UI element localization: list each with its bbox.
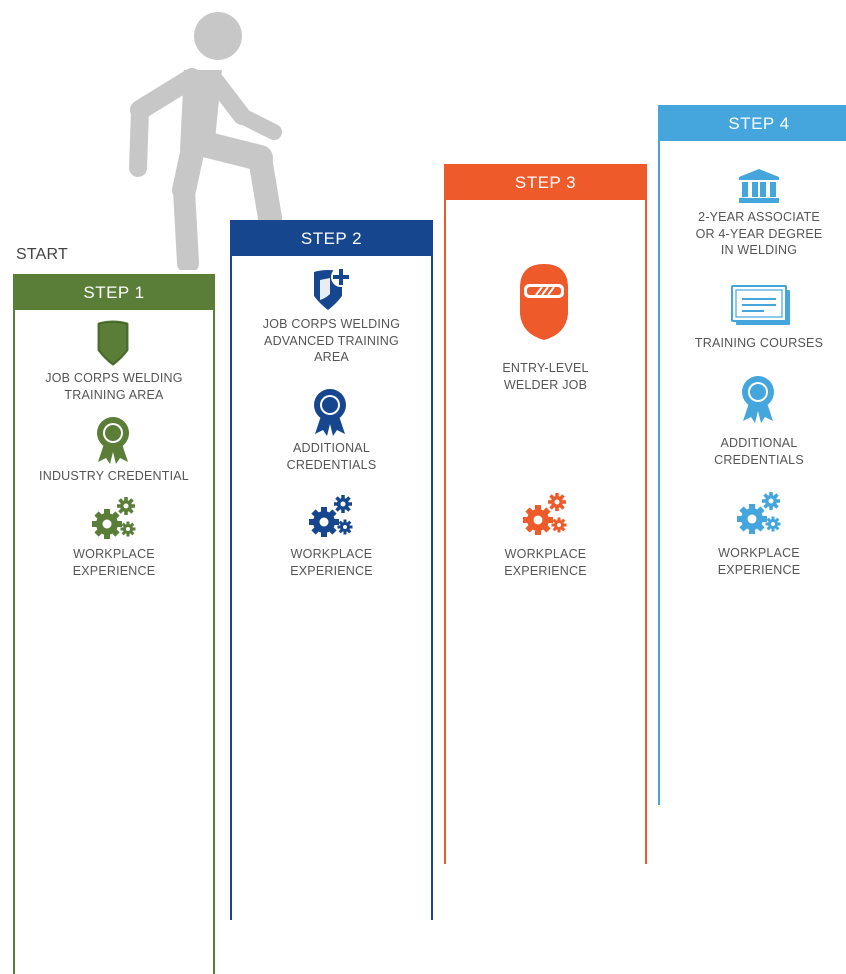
gears-icon [737,492,781,534]
shield-plus-icon [314,267,351,310]
item-label: WORKPLACE EXPERIENCE [717,546,801,577]
step-1-header: STEP 1 [13,274,215,310]
step-1-item-training-area: JOB CORPS WELDING TRAINING AREA [15,370,213,403]
walking-person-icon [129,12,282,270]
gears-icon [523,493,567,535]
award-ribbon-icon [742,376,774,423]
step-2-item-additional-credentials: ADDITIONAL CREDENTIALS [232,440,431,473]
step-3-column: STEP 3 ENTRY-LEVEL WELDER JOB [444,164,647,864]
step-4-item-additional-credentials: ADDITIONAL CREDENTIALS [660,435,846,468]
step-3-item-entry-level-welder-job: ENTRY-LEVEL WELDER JOB [446,360,645,393]
award-ribbon-icon [314,389,346,436]
item-label: INDUSTRY CREDENTIAL [39,469,189,483]
step-4-item-training-courses: TRAINING COURSES [660,335,846,352]
award-ribbon-icon [97,417,129,464]
gears-icon [92,497,136,539]
step-3-header: STEP 3 [444,164,647,200]
step-1-item-workplace-experience: WORKPLACE EXPERIENCE [15,546,213,579]
item-label: ENTRY-LEVEL WELDER JOB [502,361,589,392]
start-label: START [16,246,68,263]
step-1-item-industry-credential: INDUSTRY CREDENTIAL [15,468,213,485]
item-label: WORKPLACE EXPERIENCE [290,547,373,578]
step-2-header: STEP 2 [230,220,433,256]
step-4-item-degree: 2-YEAR ASSOCIATE OR 4-YEAR DEGREE IN WEL… [660,209,846,259]
item-label: 2-YEAR ASSOCIATE OR 4-YEAR DEGREE IN WEL… [695,210,823,257]
step-2-item-workplace-experience: WORKPLACE EXPERIENCE [232,546,431,579]
shield-icon [97,320,129,366]
step-4-header: STEP 4 [658,105,846,141]
step-1-column: STEP 1 JOB CORPS WELDING TRAINING AREA I… [13,274,215,974]
step-2-item-advanced-training-area: JOB CORPS WELDING ADVANCED TRAINING AREA [232,316,431,366]
step-4-column: STEP 4 2-YEAR ASSOCIATE OR 4-YEAR DEGREE… [658,105,846,805]
item-label: WORKPLACE EXPERIENCE [72,547,156,578]
item-label: ADDITIONAL CREDENTIALS [286,441,377,472]
gears-icon [309,495,353,537]
item-label: ADDITIONAL CREDENTIALS [714,436,804,467]
step-2-column: STEP 2 JOB CORPS WELDING ADVANCED TRAINI… [230,220,433,920]
welding-mask-icon [520,264,568,340]
step-4-item-workplace-experience: WORKPLACE EXPERIENCE [660,545,846,578]
step-3-item-workplace-experience: WORKPLACE EXPERIENCE [446,546,645,579]
item-label: WORKPLACE EXPERIENCE [504,547,587,578]
item-label: JOB CORPS WELDING ADVANCED TRAINING AREA [262,317,401,364]
certificate-icon [731,285,790,325]
item-label: TRAINING COURSES [694,336,824,350]
institution-icon [739,169,779,203]
item-label: JOB CORPS WELDING TRAINING AREA [45,371,183,402]
